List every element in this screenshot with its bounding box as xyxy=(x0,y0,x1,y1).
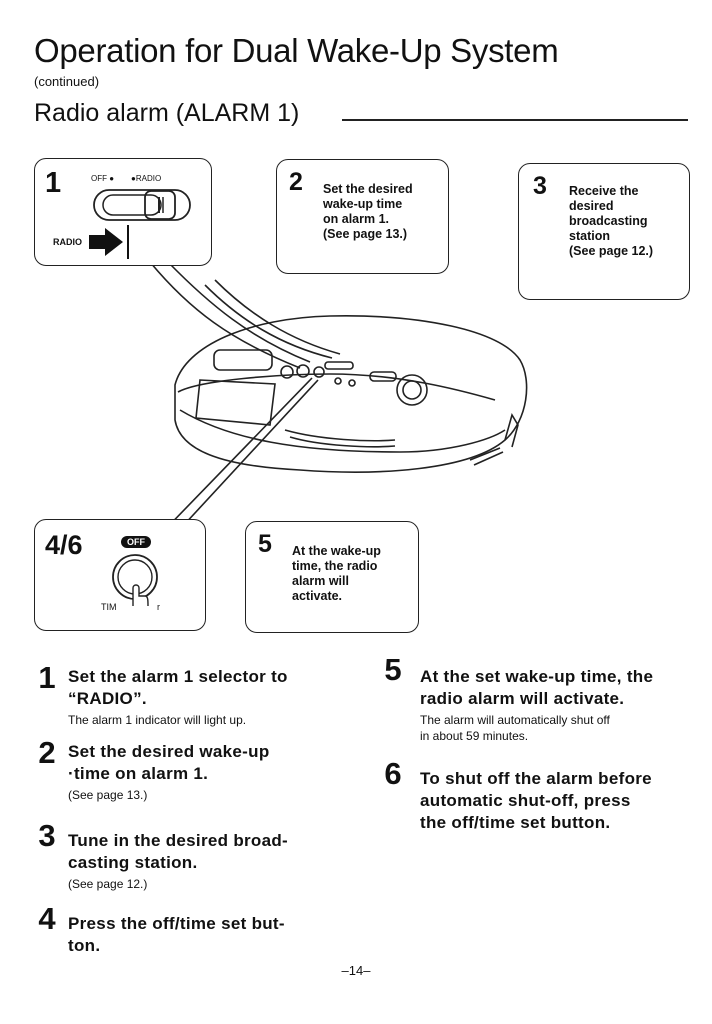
callout-1: 1 OFF ● ●RADIO RADIO xyxy=(34,158,212,266)
radio-label: RADIO xyxy=(53,237,82,247)
page-number: –14– xyxy=(341,963,371,978)
step-1-sub: The alarm 1 indicator will light up. xyxy=(68,713,247,727)
callout-2: 2 Set the desired wake-up time on alarm … xyxy=(276,159,449,274)
callout-4-6: 4/6 OFF TIM r xyxy=(34,519,206,631)
alarm-selector-switch xyxy=(93,189,191,221)
radio-clock-illustration xyxy=(149,261,528,541)
callout-3-text: Receive the desired broadcasting station… xyxy=(569,184,654,258)
section-heading: Radio alarm (ALARM 1) xyxy=(34,99,300,127)
step-5-main: At the set wake-up time, the radio alarm… xyxy=(420,667,654,708)
step-3-sub: (See page 12.) xyxy=(68,877,148,891)
off-time-set-button-icon xyxy=(112,554,158,607)
step-2-main: Set the desired wake-up ·time on alarm 1… xyxy=(68,742,270,783)
step-4-number: 4 xyxy=(38,901,56,936)
arrow-right-icon xyxy=(89,225,129,259)
step-2-sub: (See page 13.) xyxy=(68,788,148,802)
tim-label-2: r xyxy=(157,602,160,612)
callout-2-number: 2 xyxy=(289,168,303,196)
step-4-main: Press the off/time set but- ton. xyxy=(68,914,285,955)
callout-4-6-number: 4/6 xyxy=(45,530,83,560)
off-label: OFF ● xyxy=(91,174,115,183)
step-2-number: 2 xyxy=(38,735,56,770)
radio-label-top: ●RADIO xyxy=(131,174,162,183)
callout-5: 5 At the wake-up time, the radio alarm w… xyxy=(245,521,419,633)
section-rule xyxy=(342,119,688,121)
step-3-main: Tune in the desired broad- casting stati… xyxy=(68,831,289,872)
callout-3: 3 Receive the desired broadcasting stati… xyxy=(518,163,690,300)
step-3-number: 3 xyxy=(38,818,56,853)
callout-2-text: Set the desired wake-up time on alarm 1.… xyxy=(323,182,413,241)
step-5-sub: The alarm will automatically shut off in… xyxy=(420,713,610,743)
callout-1-number: 1 xyxy=(45,167,62,199)
step-1-number: 1 xyxy=(38,660,56,695)
continued-label: (continued) xyxy=(34,74,100,89)
off-badge: OFF xyxy=(121,536,151,548)
step-1-main: Set the alarm 1 selector to “RADIO”. xyxy=(68,667,288,708)
page-title: Operation for Dual Wake-Up System xyxy=(34,32,559,69)
step-5-number: 5 xyxy=(384,652,402,687)
step-6-main: To shut off the alarm before automatic s… xyxy=(420,769,652,832)
step-6-number: 6 xyxy=(384,756,402,791)
callout-3-number: 3 xyxy=(533,172,547,200)
callout-5-text: At the wake-up time, the radio alarm wil… xyxy=(292,544,381,603)
callout-5-number: 5 xyxy=(258,530,272,558)
tim-label: TIM xyxy=(101,602,117,612)
